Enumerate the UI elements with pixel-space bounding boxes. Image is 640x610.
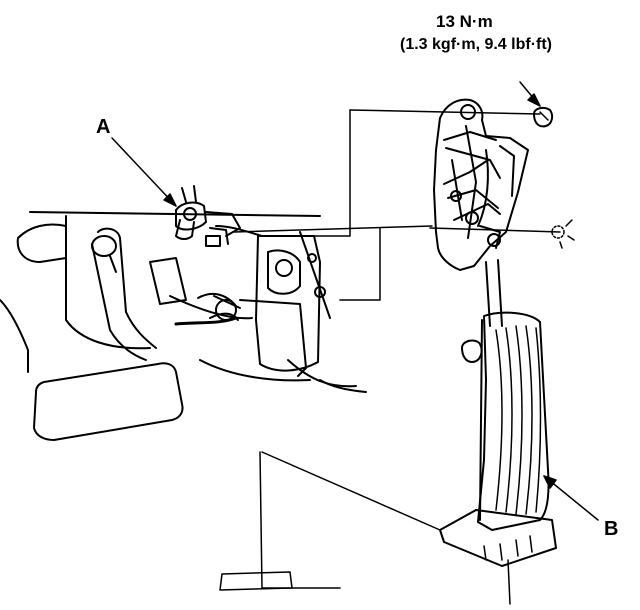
pedal-switch-part-a: [175, 185, 241, 247]
accelerator-pedal-assembly: [433, 98, 575, 567]
arrowhead-nut: [527, 93, 541, 107]
arrow-to-a: [111, 137, 177, 207]
callout-label-b: B: [604, 518, 619, 540]
brake-pedal-bracket: [0, 185, 367, 441]
arrowhead-a: [163, 193, 177, 207]
callout-label-a: A: [96, 116, 111, 138]
callout-arrows: [111, 81, 599, 521]
brake-pedal-pad: [33, 362, 184, 441]
alignment-lines: [233, 109, 561, 605]
torque-spec-value: 13 N·m: [436, 12, 493, 31]
clip-fastener: [551, 219, 575, 249]
floor-tab: [219, 571, 293, 591]
mounting-nut: [533, 106, 554, 128]
arrowhead-b: [543, 475, 557, 489]
torque-spec-conversions: (1.3 kgf·m, 9.4 lbf·ft): [400, 36, 553, 53]
